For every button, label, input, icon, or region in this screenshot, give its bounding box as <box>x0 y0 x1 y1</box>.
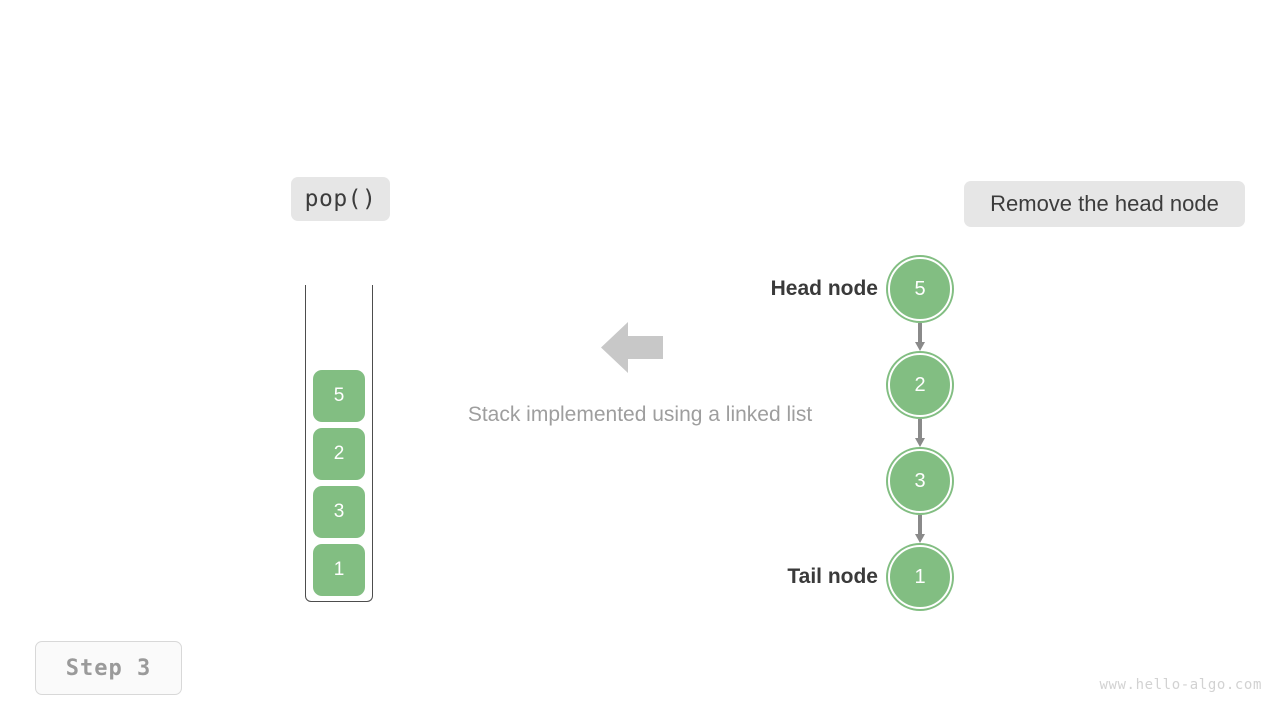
connector-arrowhead <box>915 534 925 543</box>
linked-list: 5 2 3 1 <box>888 257 952 609</box>
connector-shaft <box>918 419 922 438</box>
stack-walls <box>305 285 373 602</box>
node-value: 2 <box>914 373 926 396</box>
watermark: www.hello-algo.com <box>1099 677 1262 693</box>
stack-block: 3 <box>313 486 365 538</box>
step-badge-label: Step 3 <box>65 655 152 681</box>
stack-block-list: 5 2 3 1 <box>305 370 373 596</box>
head-node-label: Head node <box>770 277 878 300</box>
connector-arrowhead <box>915 438 925 447</box>
stack-block: 5 <box>313 370 365 422</box>
node-value: 3 <box>914 469 926 492</box>
node-connector-arrow <box>915 515 925 543</box>
linked-list-node: 1 <box>888 545 952 609</box>
operation-tag-label: pop() <box>304 186 377 212</box>
connector-arrowhead <box>915 342 925 351</box>
connector-shaft <box>918 323 922 342</box>
stack-block-value: 3 <box>333 501 345 522</box>
caption: Stack implemented using a linked list <box>0 403 1280 427</box>
caption-text: Stack implemented using a linked list <box>467 403 813 426</box>
left-arrow-icon <box>601 322 663 373</box>
stack-block-value: 2 <box>333 443 345 464</box>
stack-block: 2 <box>313 428 365 480</box>
action-description-label: Remove the head node <box>990 191 1219 216</box>
tail-node-label: Tail node <box>787 565 878 588</box>
node-connector-arrow <box>915 323 925 351</box>
node-connector-arrow <box>915 419 925 447</box>
linked-list-node: 3 <box>888 449 952 513</box>
stack-block: 1 <box>313 544 365 596</box>
node-value: 1 <box>914 565 926 588</box>
operation-tag: pop() <box>291 177 390 221</box>
node-value: 5 <box>914 277 926 300</box>
stack-container: 5 2 3 1 <box>305 285 373 602</box>
action-description-tag: Remove the head node <box>964 181 1245 227</box>
step-badge: Step 3 <box>35 641 182 695</box>
stack-block-value: 1 <box>333 559 345 580</box>
linked-list-node: 2 <box>888 353 952 417</box>
connector-shaft <box>918 515 922 534</box>
linked-list-node: 5 <box>888 257 952 321</box>
stack-block-value: 5 <box>333 385 345 406</box>
